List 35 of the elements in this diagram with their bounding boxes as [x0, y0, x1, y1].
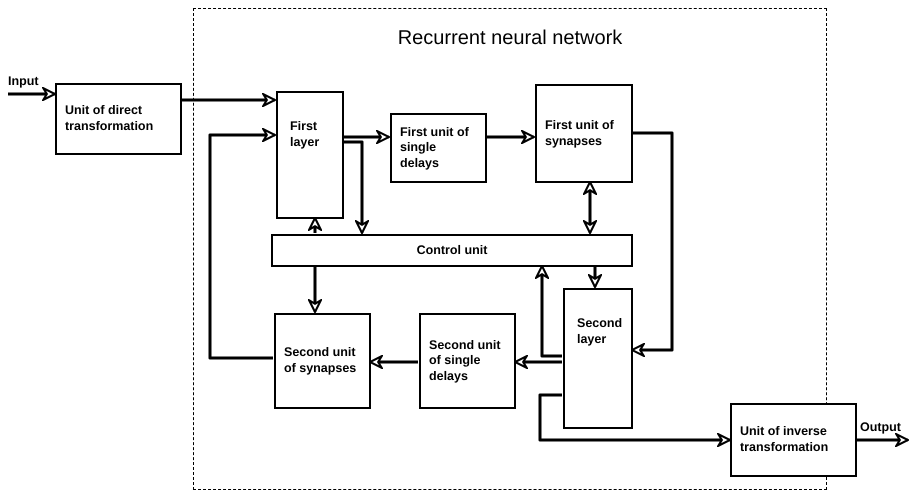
arrow — [182, 93, 276, 107]
arrow — [8, 87, 56, 101]
arrow — [857, 433, 910, 447]
block-box — [274, 313, 371, 409]
arrow — [486, 130, 536, 144]
arrow — [583, 180, 597, 234]
block-label: First layer — [290, 119, 320, 150]
block-label: Unit of inverse transformation — [740, 424, 830, 456]
block-box — [276, 91, 344, 219]
arrow — [588, 266, 602, 288]
block-box — [419, 313, 516, 409]
block-box — [563, 288, 633, 429]
arrow — [538, 394, 732, 447]
block-label: Control unit — [416, 242, 488, 258]
block-label: First unit of synapses — [545, 118, 615, 150]
block-label: Unit of direct transformation — [65, 103, 154, 135]
block-label: Second unit of synapses — [284, 345, 358, 377]
block-box — [730, 403, 857, 477]
dashed-boundary — [193, 8, 827, 490]
block-box — [271, 234, 633, 267]
arrow — [308, 266, 322, 314]
block-box — [55, 83, 182, 155]
arrow — [535, 264, 562, 358]
group-title: Recurrent neural network — [398, 27, 622, 50]
io-label: Input — [8, 74, 50, 94]
block-box — [390, 113, 487, 183]
arrow — [308, 216, 322, 233]
arrow — [343, 140, 369, 234]
block-label: First unit of single delays — [400, 124, 470, 172]
block-box — [535, 84, 633, 183]
block-label: Second layer — [577, 316, 624, 348]
block-label: Second unit of single delays — [429, 338, 502, 384]
arrow — [208, 128, 276, 360]
arrow — [343, 130, 390, 144]
io-label: Output — [860, 420, 908, 440]
